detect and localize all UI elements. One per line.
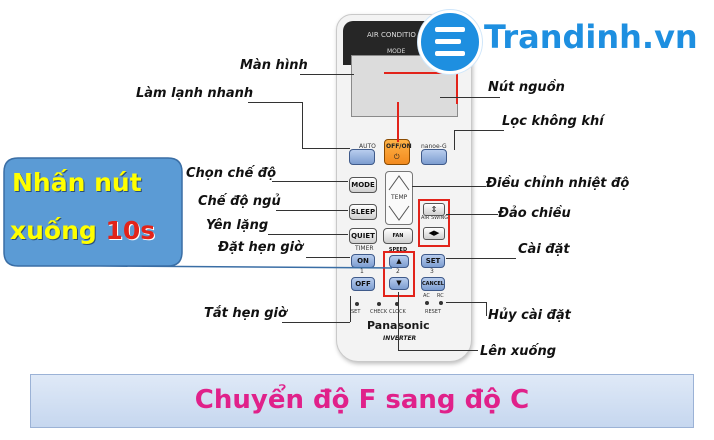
mode-button[interactable]: MODE [349, 177, 377, 193]
leader-yen-lang [268, 234, 348, 235]
remote-header-text: AIR CONDITIO [367, 31, 416, 39]
swing-horizontal-icon: ◀▶ [428, 229, 440, 237]
label-cai-dat: Cài đặt [518, 242, 570, 257]
leader-chon-che-do [272, 181, 348, 182]
label-lam-lanh-nhanh: Làm lạnh nhanh [136, 86, 254, 101]
cancel-button[interactable]: CANCEL [421, 277, 445, 291]
clock-caption: CLOCK [389, 309, 406, 315]
leader-nut-nguon [440, 97, 500, 98]
logo-text: Trandinh.vn [484, 18, 698, 56]
label-len-xuong: Lên xuống [480, 344, 557, 359]
leader-dao-chieu [446, 214, 498, 215]
leader-len-xuong-v [398, 292, 399, 350]
timer-caption: TIMER [355, 245, 374, 252]
down-button[interactable]: ▼ [389, 277, 409, 290]
set-pinhole[interactable] [355, 302, 359, 306]
leader-lam-lanh-h2 [302, 148, 350, 149]
label-dieu-chinh-nhiet-do: Điều chỉnh nhiệt độ [486, 176, 630, 191]
quiet-button[interactable]: QUIET [349, 228, 377, 244]
timer-number-3: 3 [430, 268, 434, 275]
callout-bubble [3, 157, 393, 269]
rc-pinhole[interactable] [439, 301, 443, 305]
leader-che-do-ngu [276, 210, 348, 211]
callout-line-2: xuống 10s [10, 216, 155, 245]
leader-huy-v [486, 302, 487, 316]
power-connector-box [384, 72, 458, 104]
leader-len-xuong-h [398, 350, 478, 351]
label-chon-che-do: Chọn chế độ [186, 166, 277, 181]
label-dao-chieu: Đảo chiều [498, 206, 571, 221]
air-swing-highlight [418, 199, 450, 247]
air-swing-caption: AIR SWING [421, 215, 449, 221]
leader-man-hinh [300, 74, 354, 75]
sleep-button[interactable]: SLEEP [349, 204, 377, 220]
leader-lam-lanh-v [302, 102, 303, 148]
inverter-text: INVERTER [383, 335, 417, 342]
temp-rocker[interactable]: TEMP [385, 171, 413, 225]
nanoe-button[interactable] [421, 149, 447, 165]
clock-pinhole[interactable] [395, 302, 399, 306]
leader-dat-hen-gio [306, 257, 350, 258]
label-che-do-ngu: Chế độ ngủ [198, 194, 281, 209]
ac-caption: AC [423, 293, 430, 299]
label-tat-hen-gio: Tắt hẹn giờ [204, 306, 287, 321]
label-yen-lang: Yên lặng [206, 218, 269, 233]
trandinh-logo-icon [418, 10, 482, 74]
check-pinhole[interactable] [377, 302, 381, 306]
power-button[interactable]: OFF/ON ⏻ [384, 139, 412, 165]
timer-number-1: 1 [360, 268, 364, 275]
label-man-hinh: Màn hình [240, 58, 308, 73]
label-nut-nguon: Nút nguồn [488, 80, 565, 95]
leader-tat-hen-gio-h [282, 322, 350, 323]
title-banner: Chuyển độ F sang độ C [30, 374, 694, 428]
set-button[interactable]: SET [421, 254, 445, 268]
power-button-label: OFF/ON [386, 143, 412, 150]
leader-dieu-chinh [412, 186, 486, 187]
leader-loc-khi-v [454, 130, 455, 150]
leader-lam-lanh-h [248, 102, 302, 103]
set-small-caption: SET [351, 309, 361, 315]
reset-caption: RESET [425, 309, 442, 315]
swing-horizontal-button[interactable]: ◀▶ [423, 227, 445, 240]
leader-cai-dat [446, 258, 516, 259]
power-connector-line [397, 102, 399, 142]
temp-caption: TEMP [391, 194, 408, 201]
banner-title: Chuyển độ F sang độ C [194, 385, 530, 415]
timer-number-2: 2 [396, 268, 400, 275]
mode-caption: MODE [387, 48, 406, 55]
power-icon: ⏻ [394, 153, 400, 161]
swing-vertical-button[interactable]: ⇕ [423, 203, 445, 216]
leader-loc-khi-h [454, 130, 504, 131]
callout-highlight-10s: 10s [105, 216, 156, 245]
ac-pinhole[interactable] [425, 301, 429, 305]
auto-caption: AUTO [359, 143, 376, 150]
label-dat-hen-gio: Đặt hẹn giờ [218, 240, 304, 255]
swing-vertical-icon: ⇕ [430, 205, 438, 214]
nanoe-caption: nanoe-G [421, 143, 447, 150]
label-huy-cai-dat: Hủy cài đặt [488, 308, 571, 323]
check-caption: CHECK [370, 309, 388, 315]
timer-off-button[interactable]: OFF [351, 277, 375, 291]
down-arrow-icon: ▼ [396, 279, 402, 287]
label-loc-khong-khi: Lọc không khí [502, 114, 604, 129]
auto-button[interactable] [349, 149, 375, 165]
up-down-highlight [383, 251, 415, 297]
leader-tat-hen-gio-v [350, 296, 351, 322]
fan-speed-button[interactable]: FAN SPEED [383, 228, 413, 253]
callout-line-1: Nhấn nút [12, 168, 142, 197]
rc-caption: RC [437, 293, 444, 299]
up-arrow-icon: ▲ [396, 257, 402, 265]
leader-huy-h [446, 302, 486, 303]
temp-arrows-icon [388, 175, 410, 221]
up-button[interactable]: ▲ [389, 255, 409, 268]
callout-word-xuong: xuống [10, 216, 97, 245]
